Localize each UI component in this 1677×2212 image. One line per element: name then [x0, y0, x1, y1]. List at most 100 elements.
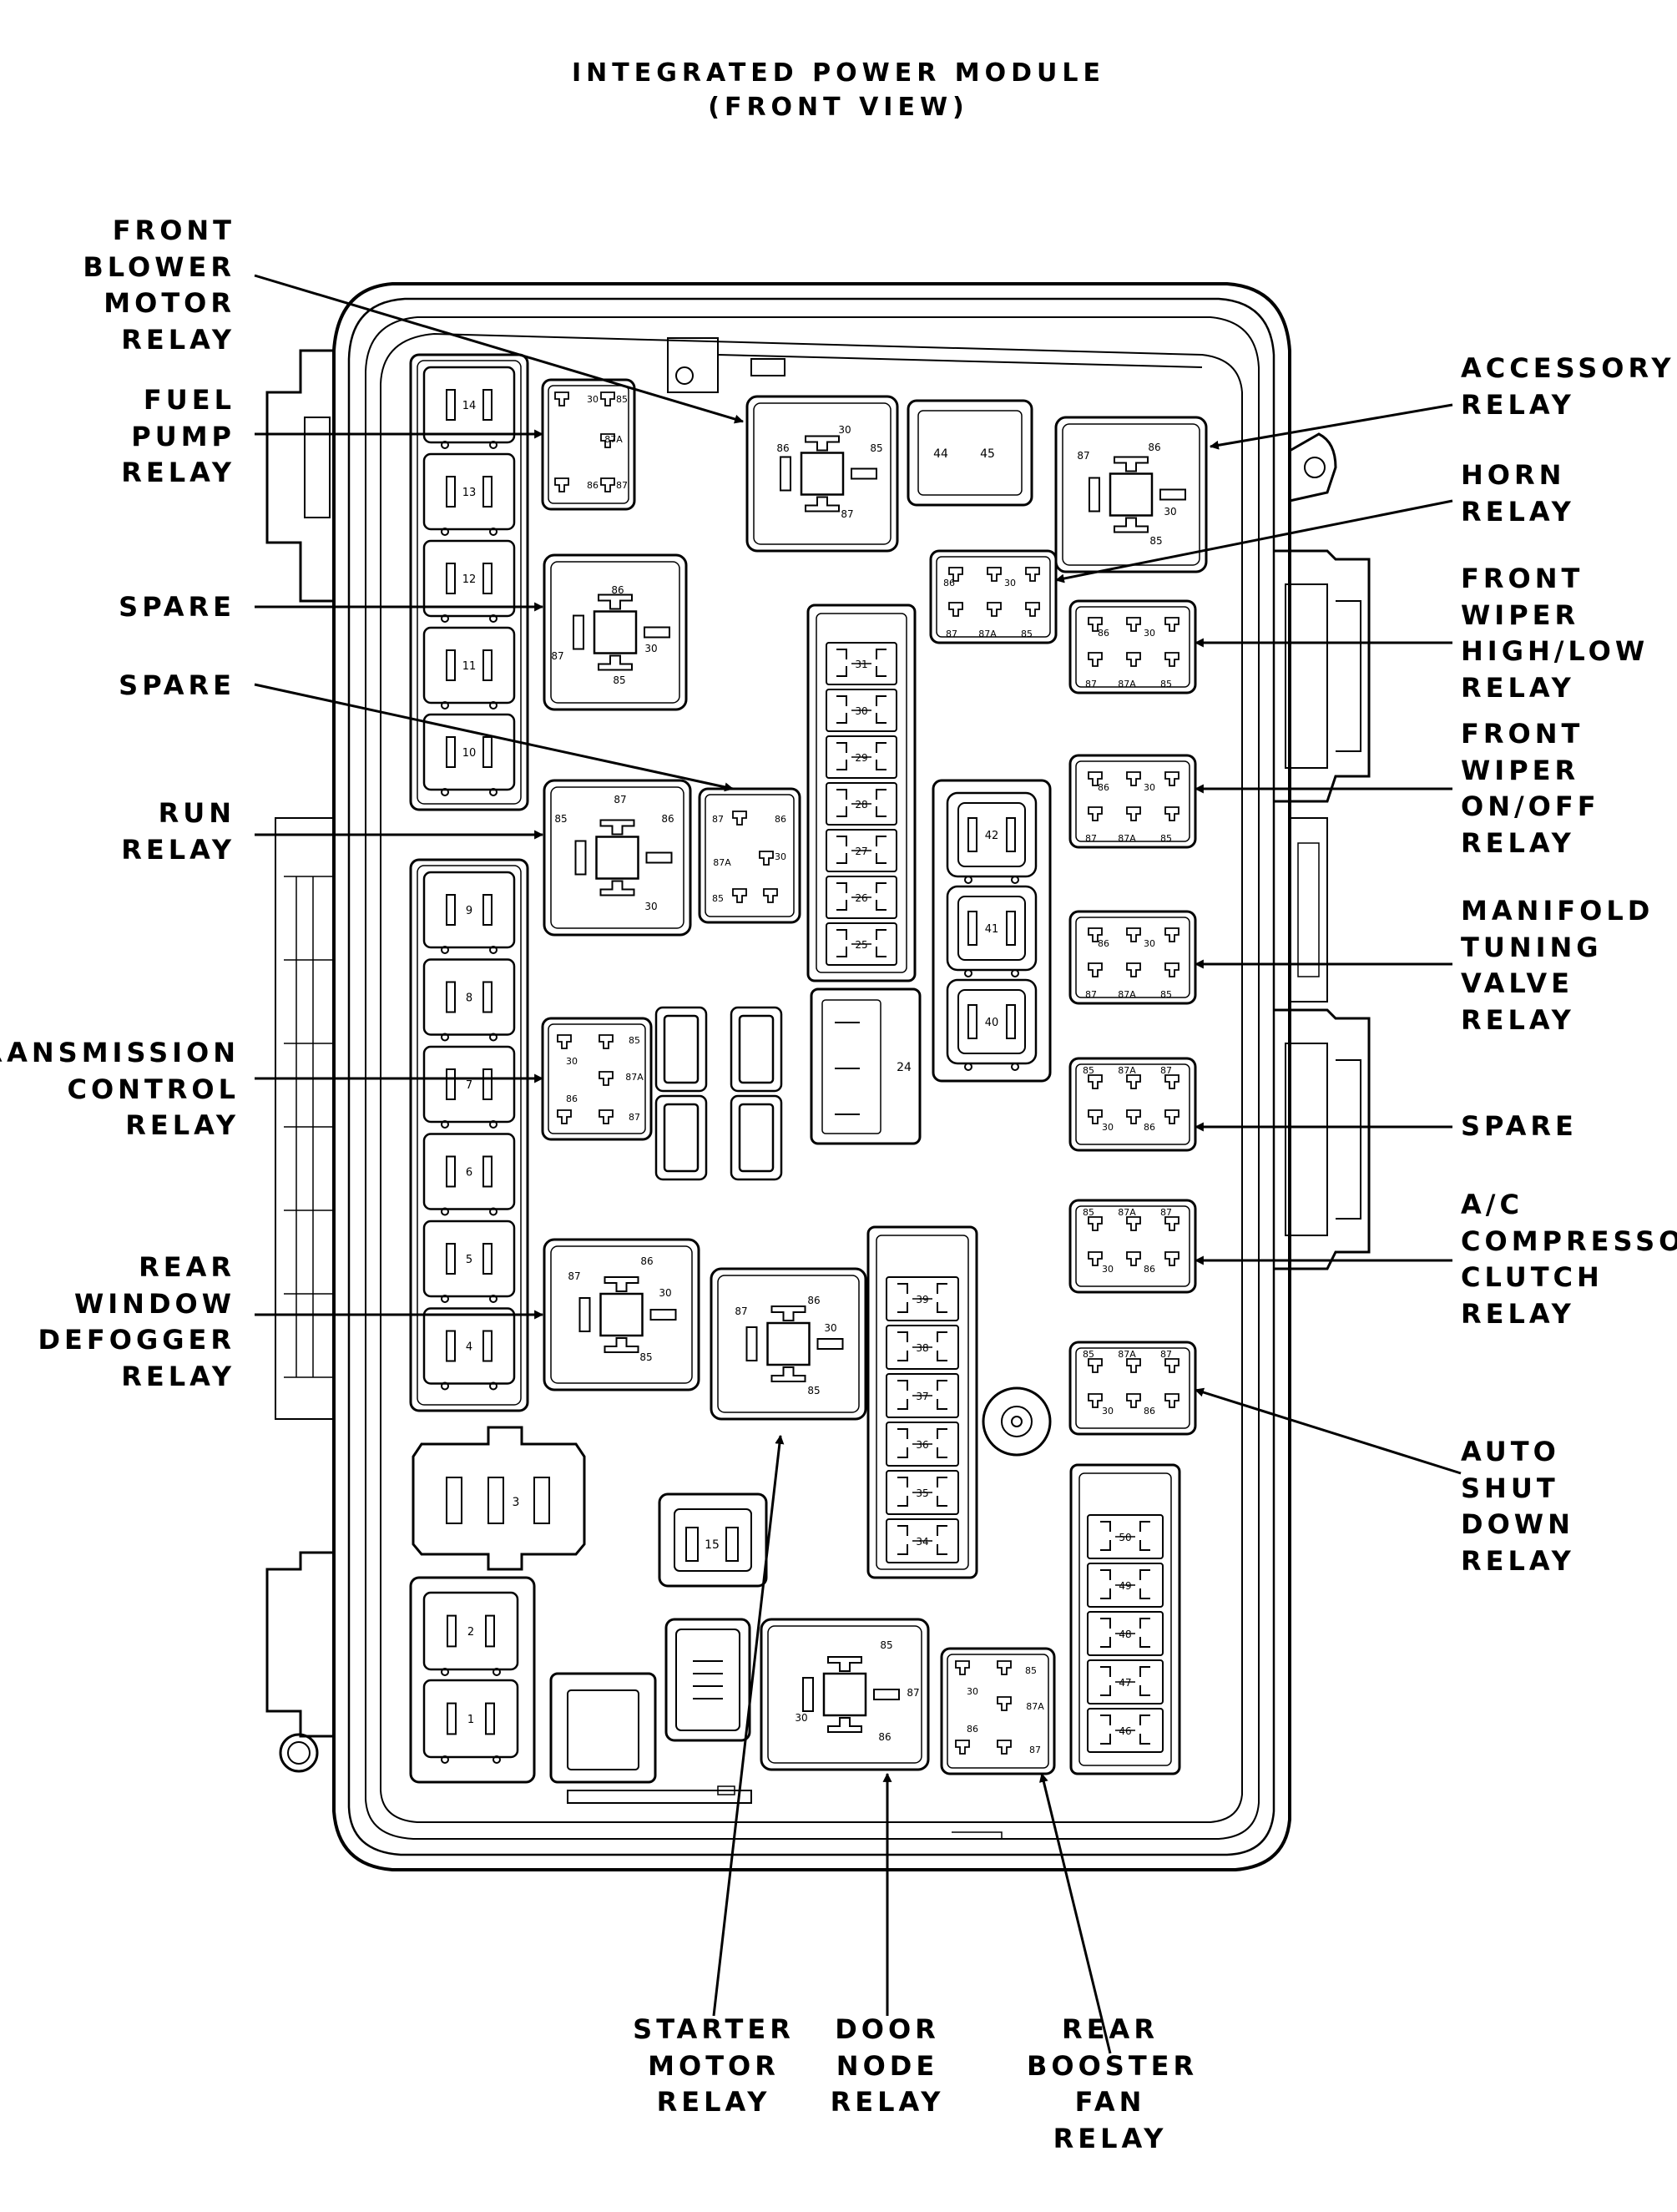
callout-line: RUN — [158, 797, 235, 829]
relay-housing-inner — [550, 1245, 693, 1384]
fuse-latch — [441, 1755, 449, 1764]
relay-terminal-label: 87 — [1085, 989, 1097, 1000]
cartridge-fuse-inner — [957, 896, 1026, 961]
relay-terminal — [1088, 771, 1103, 786]
relay-pin-left — [578, 1297, 591, 1332]
relay-terminal-label: 87A — [978, 629, 997, 639]
mini-fuse-number-label: 26 — [855, 892, 867, 904]
relay-terminal-label: 87A — [1118, 833, 1136, 844]
fuse-slot — [422, 1591, 519, 1671]
relay-terminal-label: 30 — [1144, 628, 1155, 639]
callout-line: HIGH/LOW — [1461, 635, 1649, 667]
cartridge-fuse-inner — [957, 989, 1026, 1054]
relay-terminal-label: 30 — [1164, 506, 1176, 518]
callout-rear-window-defogger-relay: REAR WINDOW DEFOGGER RELAY — [38, 1250, 235, 1395]
relay-terminal — [1025, 602, 1040, 617]
mini-fuse-slot — [886, 1518, 959, 1563]
relay-housing — [1068, 910, 1197, 1005]
fuse-number-label: 8 — [466, 992, 472, 1005]
fuse-latch — [441, 528, 449, 536]
relay-terminal-label: 87 — [841, 508, 853, 520]
relay-terminal — [1164, 962, 1179, 977]
relay-terminal — [1126, 617, 1141, 632]
relay-terminal-label: 87A — [1026, 1701, 1044, 1712]
fuse-prong — [446, 649, 456, 681]
relay-terminal-label: 85 — [1149, 535, 1162, 547]
callout-accessory-relay: ACCESSORY RELAY — [1461, 351, 1675, 423]
relay-pin-top — [827, 1656, 862, 1672]
relay-terminal-label: 30 — [587, 394, 599, 405]
fuse-prong — [446, 981, 456, 1013]
relay-housing — [543, 1238, 700, 1391]
fuse-slot — [422, 713, 516, 791]
relay-terminal-label: 30 — [775, 851, 786, 862]
relay-terminal-label: 85 — [1083, 1207, 1094, 1218]
relay-terminal-label: 86 — [807, 1295, 820, 1306]
fuse-latch — [489, 1033, 498, 1042]
relay-terminal — [1088, 962, 1103, 977]
callout-spare-3: SPARE — [1461, 1109, 1578, 1145]
relay-terminal-label: 87 — [735, 1305, 747, 1317]
mini-fuse-terminals — [1100, 1618, 1150, 1648]
relay-terminal — [1126, 1251, 1141, 1266]
relay-terminal-label: 85 — [1160, 833, 1172, 844]
relay-terminal — [1164, 771, 1179, 786]
fuse-prong — [485, 1702, 495, 1735]
relay-terminal — [732, 811, 747, 826]
relay-terminal — [1164, 1216, 1179, 1231]
relay-housing-inner — [936, 556, 1051, 638]
cartridge-prong — [1006, 817, 1016, 852]
mini-fuse-terminals — [897, 1283, 947, 1313]
cartridge-fuse-slot — [946, 791, 1038, 878]
relay-terminal — [1126, 806, 1141, 821]
mini-fuse-terminals — [897, 1380, 947, 1410]
fuse-latch — [964, 969, 972, 977]
relay-pin-left — [745, 1326, 758, 1361]
leader-lines — [254, 274, 1462, 2054]
relay-housing-inner — [1075, 917, 1190, 998]
relay-housing-inner — [717, 1275, 860, 1413]
callout-line: PUMP — [131, 420, 235, 452]
fuse-slot — [422, 452, 516, 531]
callout-line: VALVE — [1461, 967, 1573, 999]
fuse-prong — [446, 389, 456, 421]
relay-terminal-label: 30 — [644, 901, 657, 912]
relay-terminal — [1088, 1358, 1103, 1373]
relay-terminal — [1088, 806, 1103, 821]
relay-housing-inner — [753, 402, 892, 545]
callout-line: RELAY — [125, 1109, 240, 1141]
fuse-latch — [489, 788, 498, 796]
relay-terminal — [1164, 806, 1179, 821]
fuse-prong — [446, 736, 456, 768]
relay-terminal — [1088, 617, 1103, 632]
callout-line: WIPER — [1461, 598, 1580, 631]
fuse-prong — [482, 1243, 492, 1275]
relay-terminal — [599, 1034, 614, 1049]
fuse-latch — [441, 441, 449, 449]
relay-pin-left — [802, 1677, 814, 1712]
fuse-latch — [489, 614, 498, 623]
callout-line: WINDOW — [73, 1287, 235, 1320]
relay-terminal-label: 86 — [611, 584, 624, 596]
relay-pin-right — [649, 1309, 677, 1321]
fuse-prong — [482, 1330, 492, 1362]
relay-core — [822, 1672, 867, 1717]
fuse-latch — [441, 614, 449, 623]
fuse-latch — [441, 788, 449, 796]
relay-terminal — [948, 567, 963, 582]
cartridge-prong — [1006, 911, 1016, 946]
callout-line: FAN — [1074, 2086, 1146, 2118]
callout-line: ACCESSORY — [1461, 352, 1675, 384]
callout-ac-compressor-clutch-relay: A/C COMPRESSOR CLUTCH RELAY — [1461, 1187, 1677, 1332]
module-housing — [265, 282, 1371, 1871]
cartridge-prong — [967, 1004, 977, 1039]
relay-terminal-label: 87 — [616, 480, 628, 491]
mini-fuse-number-label: 25 — [855, 939, 867, 951]
fuse-latch — [492, 1755, 501, 1764]
relay-terminal-label: 87 — [551, 650, 563, 662]
relay-pin-bottom — [827, 1717, 862, 1733]
